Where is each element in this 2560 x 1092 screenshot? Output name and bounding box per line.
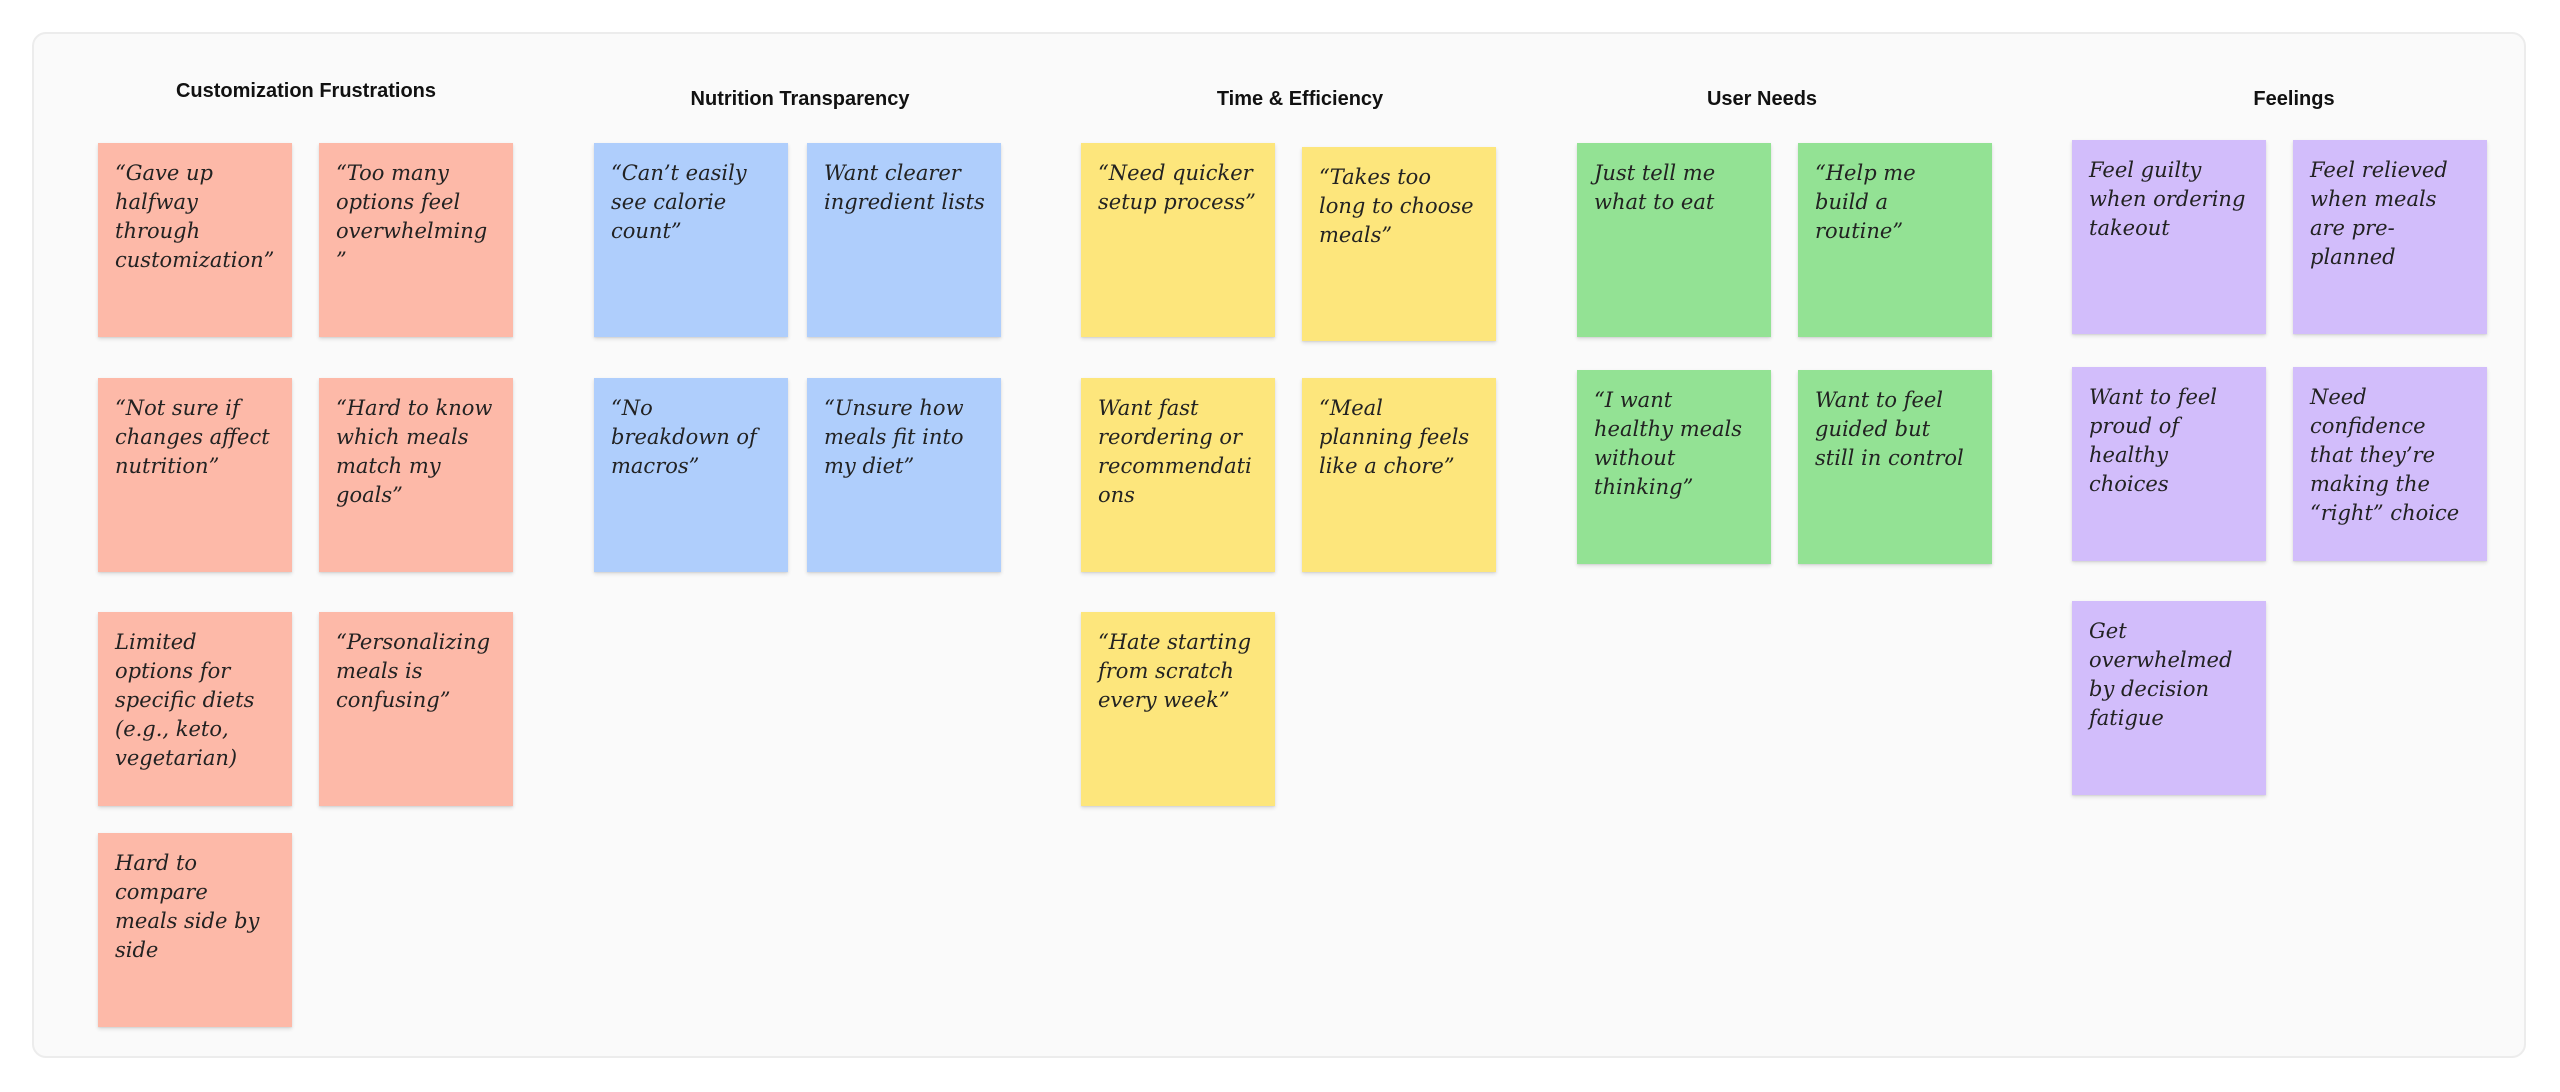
sticky-note[interactable]: “No breakdown of macros” bbox=[594, 378, 788, 572]
sticky-note[interactable]: “Gave up halfway through customization” bbox=[98, 143, 292, 337]
sticky-note-text: “Can’t easily see calorie count” bbox=[611, 161, 747, 243]
sticky-note-text: Want fast reordering or recommendations bbox=[1098, 396, 1252, 507]
sticky-note[interactable]: Limited options for specific diets (e.g.… bbox=[98, 612, 292, 806]
sticky-note[interactable]: Want to feel proud of healthy choices bbox=[2072, 367, 2266, 561]
sticky-note[interactable]: “Help me build a routine” bbox=[1798, 143, 1992, 337]
sticky-note[interactable]: Want to feel guided but still in control bbox=[1798, 370, 1992, 564]
sticky-note-text: “I want healthy meals without thinking” bbox=[1594, 388, 1743, 499]
sticky-note[interactable]: Want fast reordering or recommendations bbox=[1081, 378, 1275, 572]
sticky-note[interactable]: “Hate starting from scratch every week” bbox=[1081, 612, 1275, 806]
sticky-note[interactable]: “Meal planning feels like a chore” bbox=[1302, 378, 1496, 572]
sticky-note-text: Need confidence that they’re making the … bbox=[2310, 385, 2460, 525]
sticky-note-text: “Hard to know which meals match my goals… bbox=[336, 396, 493, 507]
sticky-note[interactable]: Need confidence that they’re making the … bbox=[2293, 367, 2487, 561]
sticky-note-text: Want clearer ingredient lists bbox=[824, 161, 985, 214]
sticky-note-text: “Unsure how meals fit into my diet” bbox=[824, 396, 964, 478]
sticky-note[interactable]: “Takes too long to choose meals” bbox=[1302, 147, 1496, 341]
sticky-note-text: “Meal planning feels like a chore” bbox=[1319, 396, 1470, 478]
sticky-note-text: “Help me build a routine” bbox=[1815, 161, 1916, 243]
sticky-note-text: “Not sure if changes affect nutrition” bbox=[115, 396, 270, 478]
sticky-note-text: Hard to compare meals side by side bbox=[115, 851, 260, 962]
sticky-note-text: “Need quicker setup process” bbox=[1098, 161, 1256, 214]
group-title-time-efficiency: Time & Efficiency bbox=[1216, 88, 1384, 110]
sticky-note[interactable]: “I want healthy meals without thinking” bbox=[1577, 370, 1771, 564]
sticky-note-text: Want to feel guided but still in control bbox=[1815, 388, 1964, 470]
whiteboard-canvas[interactable]: Customization Frustrations “Gave up half… bbox=[32, 32, 2526, 1058]
group-title-user-needs: User Needs bbox=[1706, 88, 1818, 110]
sticky-note-text: “No breakdown of macros” bbox=[611, 396, 757, 478]
sticky-note[interactable]: “Can’t easily see calorie count” bbox=[594, 143, 788, 337]
sticky-note[interactable]: “Need quicker setup process” bbox=[1081, 143, 1275, 337]
sticky-note-text: “Takes too long to choose meals” bbox=[1319, 165, 1474, 247]
sticky-note[interactable]: Hard to compare meals side by side bbox=[98, 833, 292, 1027]
sticky-note[interactable]: Just tell me what to eat bbox=[1577, 143, 1771, 337]
sticky-note-text: Just tell me what to eat bbox=[1594, 161, 1716, 214]
sticky-note-text: “Hate starting from scratch every week” bbox=[1098, 630, 1252, 712]
group-title-customization-frustrations: Customization Frustrations bbox=[175, 80, 437, 102]
sticky-note-text: Feel guilty when ordering takeout bbox=[2089, 158, 2246, 240]
group-title-feelings: Feelings bbox=[2253, 88, 2335, 110]
sticky-note-text: “Personalizing meals is confusing” bbox=[336, 630, 491, 712]
sticky-note[interactable]: “Too many options feel overwhelming” bbox=[319, 143, 513, 337]
sticky-note-text: Feel relieved when meals are pre-planned bbox=[2310, 158, 2448, 269]
group-title-nutrition-transparency: Nutrition Transparency bbox=[690, 88, 910, 110]
sticky-note[interactable]: Get overwhelmed by decision fatigue bbox=[2072, 601, 2266, 795]
sticky-note[interactable]: Want clearer ingredient lists bbox=[807, 143, 1001, 337]
sticky-note-text: Want to feel proud of healthy choices bbox=[2089, 385, 2218, 496]
sticky-note-text: “Too many options feel overwhelming” bbox=[336, 161, 488, 272]
sticky-note[interactable]: “Personalizing meals is confusing” bbox=[319, 612, 513, 806]
sticky-note[interactable]: “Unsure how meals fit into my diet” bbox=[807, 378, 1001, 572]
sticky-note-text: Limited options for specific diets (e.g.… bbox=[115, 630, 255, 770]
sticky-note[interactable]: “Not sure if changes affect nutrition” bbox=[98, 378, 292, 572]
sticky-note-text: Get overwhelmed by decision fatigue bbox=[2089, 619, 2233, 730]
sticky-note[interactable]: Feel guilty when ordering takeout bbox=[2072, 140, 2266, 334]
sticky-note[interactable]: “Hard to know which meals match my goals… bbox=[319, 378, 513, 572]
sticky-note-text: “Gave up halfway through customization” bbox=[115, 161, 275, 272]
sticky-note[interactable]: Feel relieved when meals are pre-planned bbox=[2293, 140, 2487, 334]
